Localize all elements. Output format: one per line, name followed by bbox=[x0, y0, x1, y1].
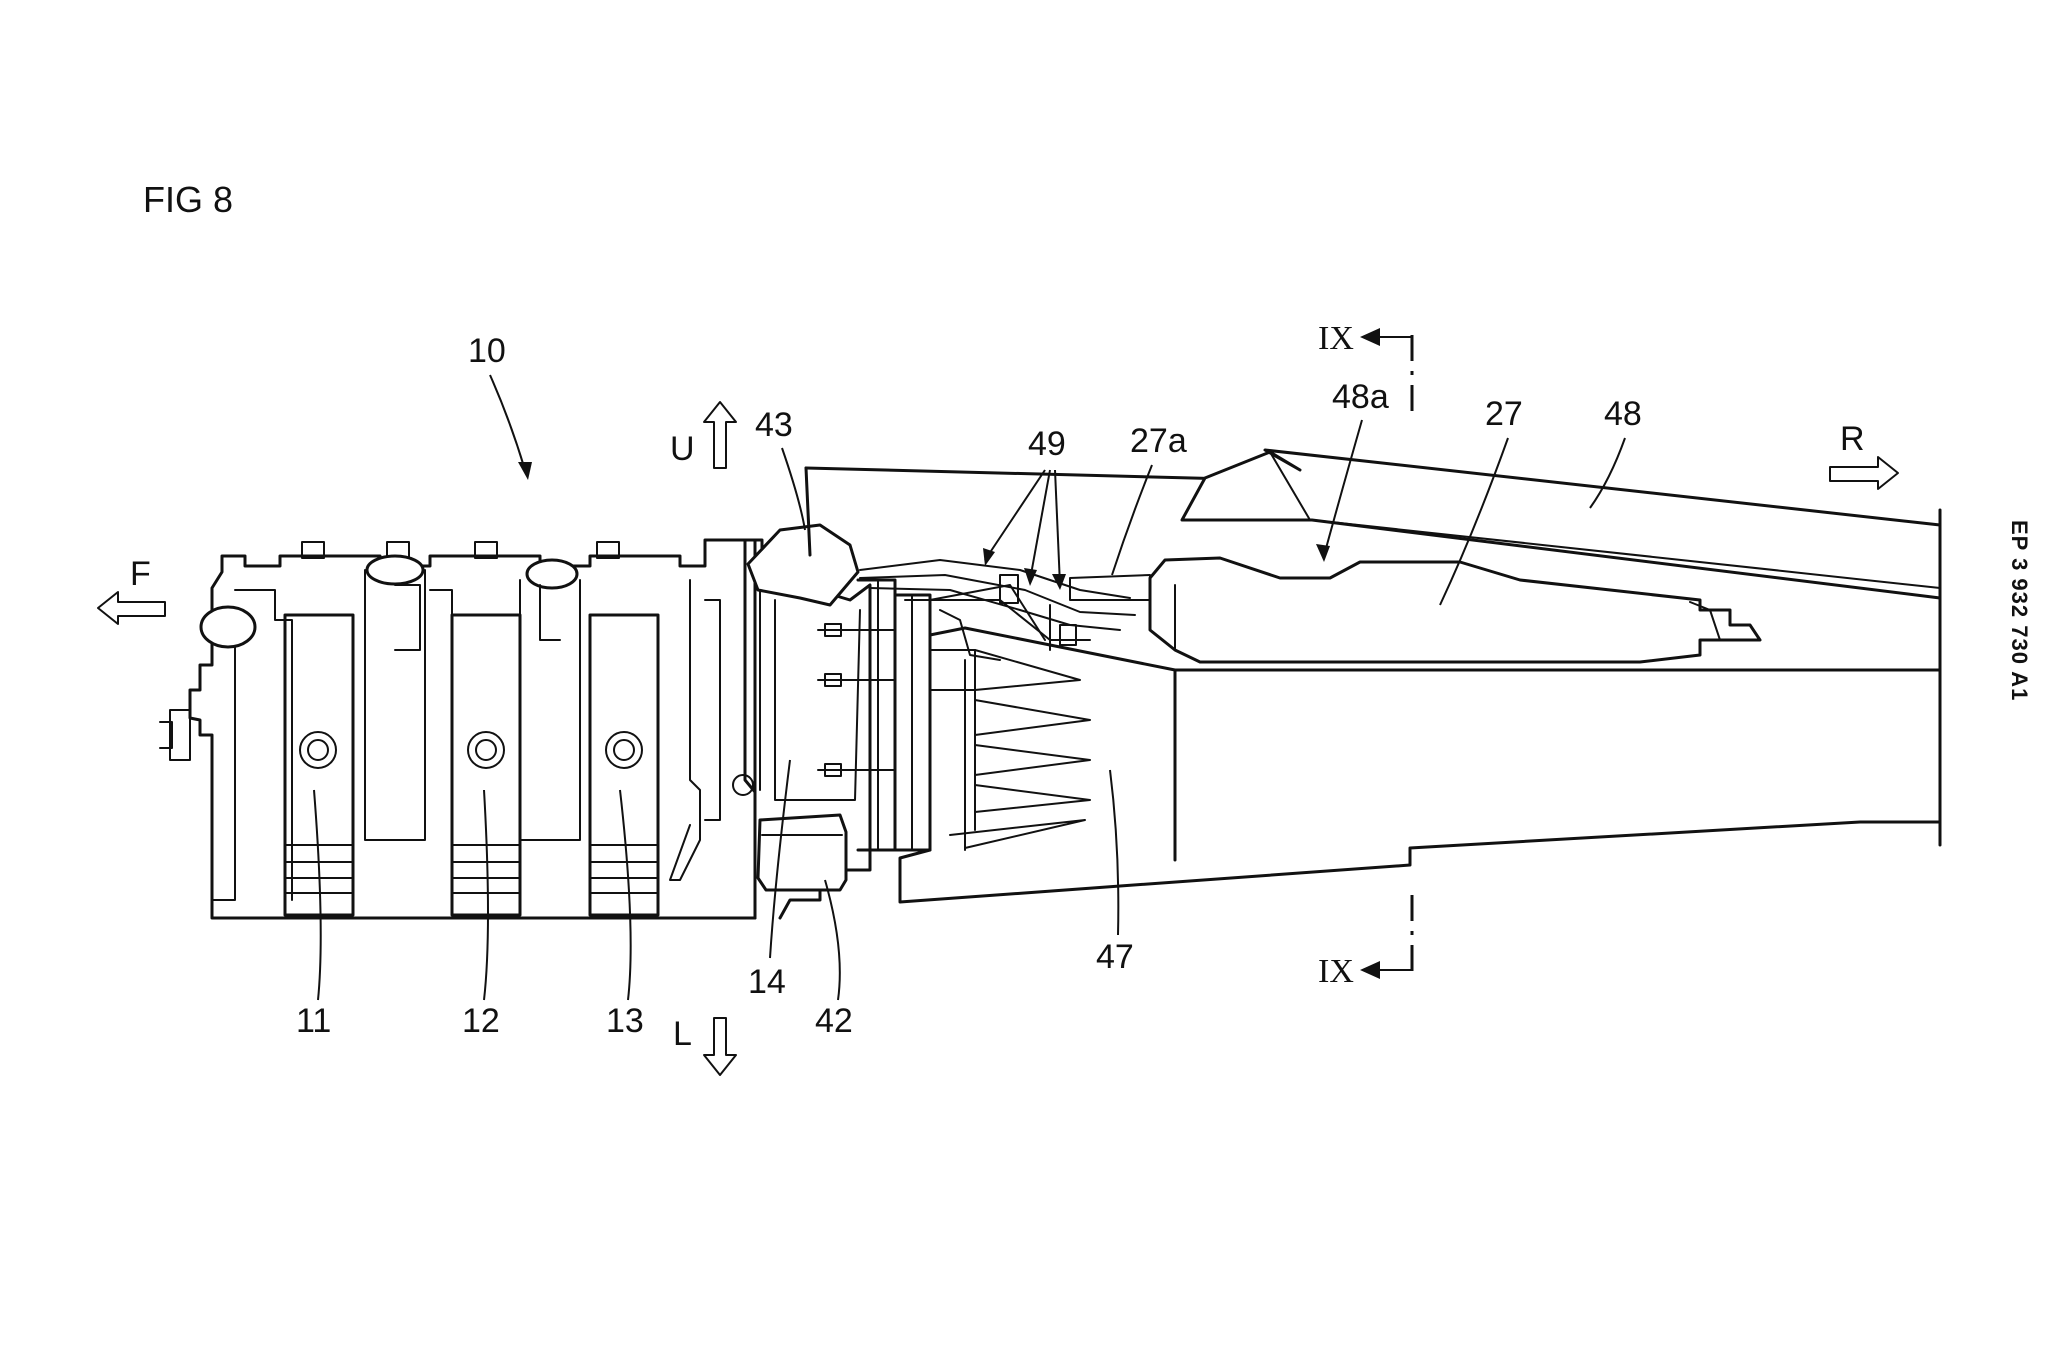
ref-43: 43 bbox=[755, 406, 793, 444]
connector-housing bbox=[732, 523, 932, 920]
section-line-ix: IX IX bbox=[1318, 320, 1414, 990]
dir-rear-label: R bbox=[1840, 420, 1865, 458]
publication-number: EP 3 932 730 A1 bbox=[2007, 520, 2032, 701]
dir-up-label: U bbox=[670, 430, 695, 468]
transmission-case bbox=[898, 508, 1942, 904]
cylinder-3 bbox=[588, 613, 660, 917]
section-mark-bottom: IX bbox=[1318, 953, 1354, 990]
section-mark-top: IX bbox=[1318, 320, 1354, 357]
figure-title: FIG 8 bbox=[143, 179, 233, 220]
arrow-rear-icon bbox=[1829, 456, 1899, 490]
reference-numerals: 10 11 12 13 14 42 43 47 49 27a 48a 27 48 bbox=[296, 332, 1642, 1040]
arrow-front-icon bbox=[97, 591, 166, 625]
ref-14: 14 bbox=[748, 963, 786, 1001]
arrow-up-icon bbox=[703, 401, 737, 469]
upper-cover bbox=[804, 448, 1942, 664]
ref-42: 42 bbox=[815, 1002, 853, 1040]
ref-13: 13 bbox=[606, 1002, 644, 1040]
ref-27: 27 bbox=[1485, 395, 1523, 433]
ref-48: 48 bbox=[1604, 395, 1642, 433]
ref-10: 10 bbox=[468, 332, 506, 370]
direction-arrows: F R U L bbox=[97, 401, 1899, 1076]
arrow-low-icon bbox=[703, 1017, 737, 1076]
ref-11: 11 bbox=[296, 1002, 331, 1040]
ref-49: 49 bbox=[1028, 425, 1066, 463]
engine-block bbox=[159, 538, 757, 920]
ref-27a: 27a bbox=[1130, 422, 1187, 460]
dir-low-label: L bbox=[673, 1015, 692, 1053]
ref-48a: 48a bbox=[1332, 378, 1389, 416]
cylinder-2 bbox=[450, 613, 522, 917]
ref-12: 12 bbox=[462, 1002, 500, 1040]
ref-47: 47 bbox=[1096, 938, 1134, 976]
dir-front-label: F bbox=[130, 555, 151, 593]
